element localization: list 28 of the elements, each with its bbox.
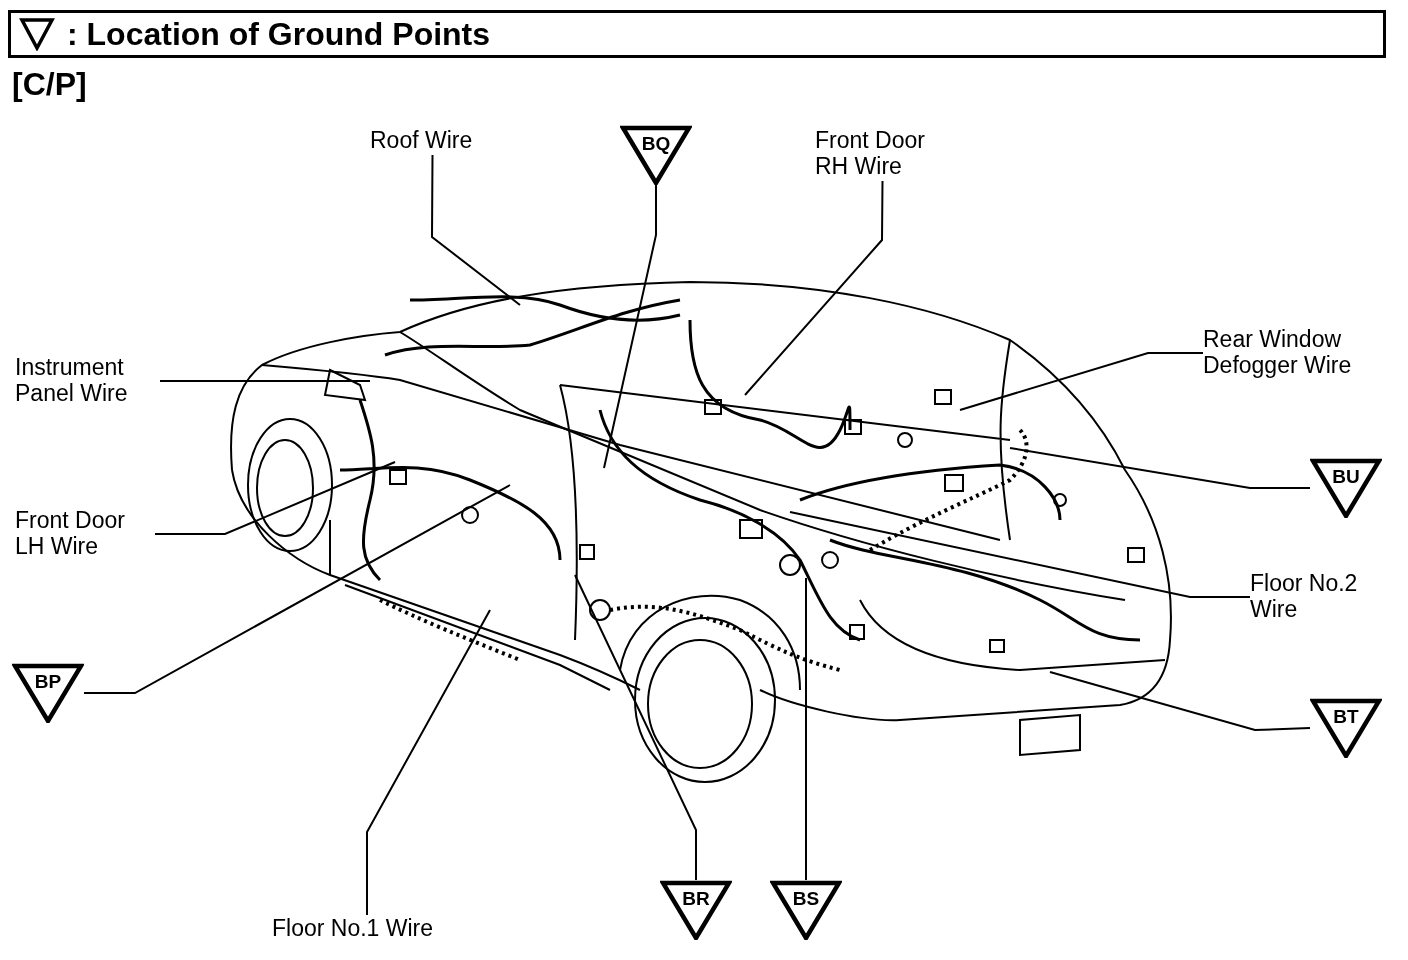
ground-point-triangle: BT <box>1310 698 1382 758</box>
leader-line <box>959 352 1204 411</box>
leader-line <box>159 380 371 382</box>
leader-line <box>154 461 396 535</box>
ground-point-triangle: BS <box>770 880 842 940</box>
wire-label: Instrument Panel Wire <box>15 354 160 406</box>
leader-line <box>1009 447 1311 489</box>
wire-label: Front Door LH Wire <box>15 507 155 559</box>
ground-point-triangle: BR <box>660 880 732 940</box>
ground-point-triangle: BQ <box>620 125 692 185</box>
wire-label: Front Door RH Wire <box>815 127 950 179</box>
wire-label: Roof Wire <box>370 127 495 153</box>
leader-line <box>1049 671 1311 731</box>
leader-line <box>574 574 697 881</box>
ground-point-triangle: BP <box>12 663 84 723</box>
leader-line <box>805 577 807 881</box>
title: : Location of Ground Points <box>67 18 491 50</box>
wire-label: Rear Window Defogger Wire <box>1203 326 1383 378</box>
leader-line <box>744 180 884 396</box>
leader-line <box>366 609 491 916</box>
wire-label: Floor No.1 Wire <box>272 915 462 941</box>
view-label: [C/P] <box>12 66 87 103</box>
leader-line <box>789 511 1251 598</box>
leader-line <box>83 484 511 694</box>
leader-line <box>431 154 521 306</box>
wire-label: Floor No.2 Wire <box>1250 570 1370 622</box>
ground-point-triangle: BU <box>1310 458 1382 518</box>
leader-line <box>603 184 657 469</box>
